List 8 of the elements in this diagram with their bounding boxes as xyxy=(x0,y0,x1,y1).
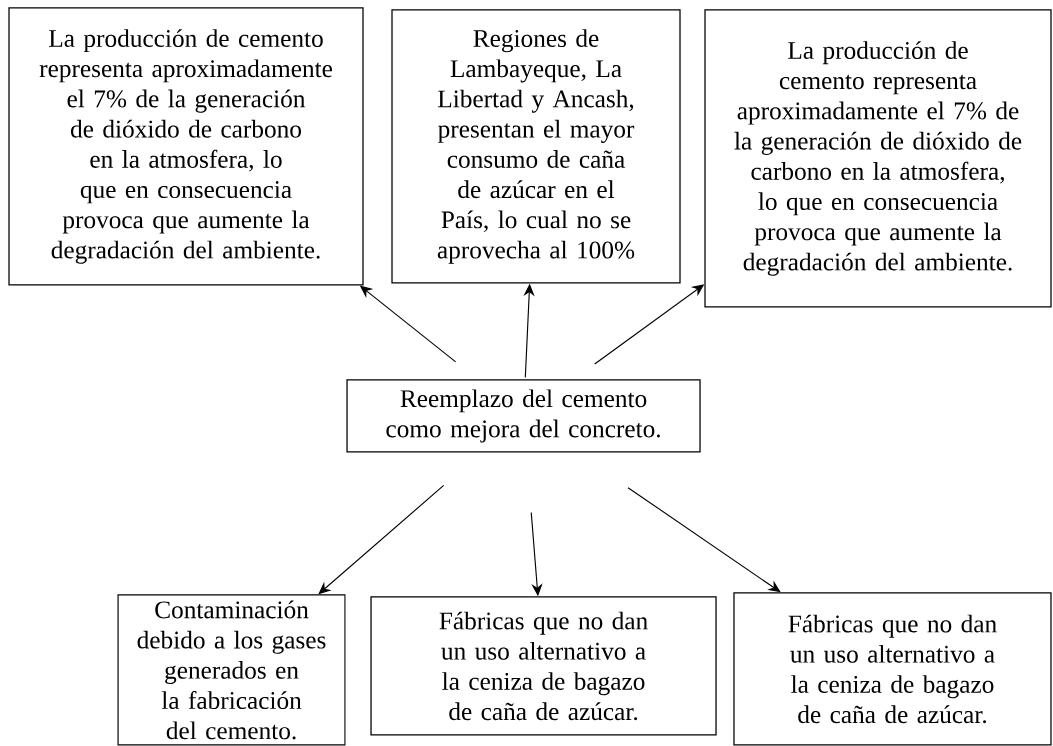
text-box: Fábricas que no dan un uso alternativo a la ceniza de bagazo de caña de azúcar. xyxy=(370,596,717,736)
arrow xyxy=(627,487,781,593)
text-box: La producción de cemento representa aproximadamente el 7% de la generación de dióxido de carbono en la atmosfera, lo que en consecuencia provoca que aumente la degradación del ambiente. xyxy=(8,7,364,286)
text-box: Reemplazo del cemento como mejora del concreto. xyxy=(346,379,701,453)
text-box: Contaminación debido a los gases generados en la fabricación del cemento. xyxy=(117,594,346,746)
text-box: Fábricas que no dan un uso alternativo a la ceniza de bagazo de caña de azúcar. xyxy=(733,592,1052,746)
text-box: Regiones de Lambayeque, La Libertad y Ancash, presentan el mayor consumo de caña de azúcar en el País, lo cual no se aprovecha al 100% xyxy=(391,9,681,284)
text-box: La producción de cemento representa aproximadamente el 7% de la generación de dióxido de carbono en la atmosfera, lo que en consecuencia provoca que aumente la degradación del ambiente. xyxy=(704,9,1052,308)
